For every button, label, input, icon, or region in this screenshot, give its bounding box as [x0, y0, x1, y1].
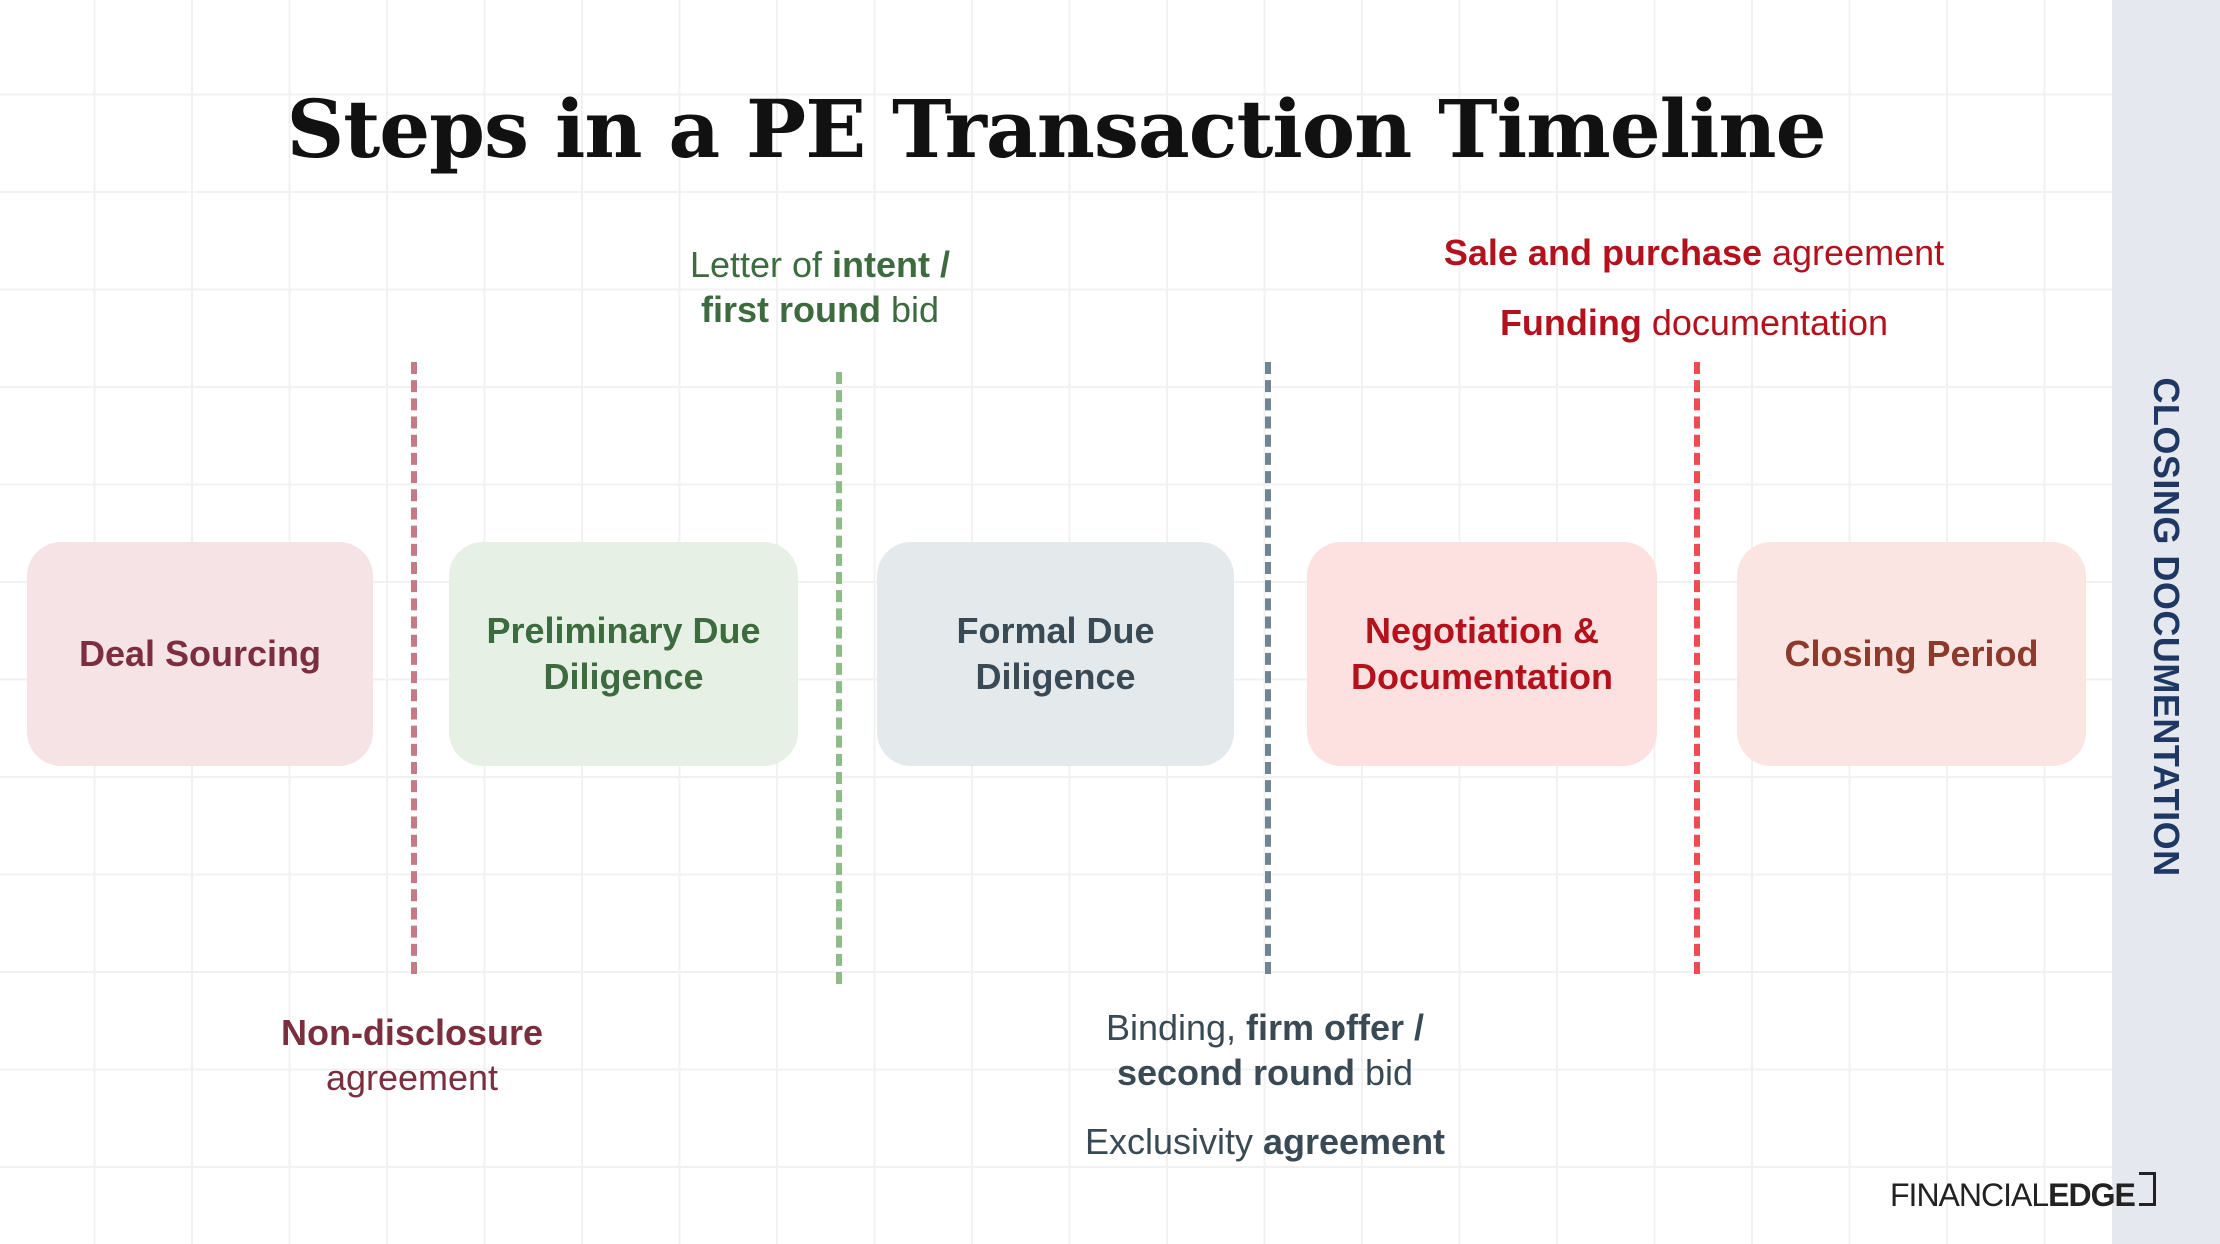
spa-post-text: agreement [1762, 232, 1945, 273]
step-preliminary-due-diligence-label: Preliminary Due Diligence [486, 610, 761, 697]
logo-financial-text: FINANCIAL [1890, 1176, 2049, 1213]
exclusivity-pre-text: Exclusivity [1084, 1121, 1263, 1162]
funding-bold-text: Funding [1499, 302, 1642, 343]
step-closing-period: Closing Period [1737, 542, 2086, 766]
milestone-binding-firm-offer: Binding, firm offer / second round bid [1015, 1005, 1515, 1095]
milestone-funding-documentation: Funding documentation [1394, 300, 1994, 345]
nda-rest-text: agreement [325, 1057, 499, 1098]
page-title: Steps in a PE Transaction Timeline [286, 82, 1826, 176]
loi-bold-first-round: first round [700, 289, 881, 330]
step-formal-due-diligence: Formal Due Diligence [877, 542, 1234, 766]
step-closing-period-label: Closing Period [1784, 633, 2039, 674]
binding-pre-text: Binding, [1105, 1007, 1247, 1048]
milestone-sale-purchase-agreement: Sale and purchase agreement [1394, 230, 1994, 275]
logo-edge-text: EDGE [2048, 1176, 2136, 1213]
exclusivity-bold-text: agreement [1262, 1121, 1446, 1162]
closing-documentation-label: CLOSING DOCUMENTATION [2146, 377, 2187, 877]
binding-post-text: bid [1354, 1052, 1414, 1093]
milestone-non-disclosure-agreement: Non-disclosure agreement [212, 1010, 612, 1100]
divider-binding-offer [1265, 362, 1271, 974]
divider-nda [411, 362, 417, 974]
step-deal-sourcing-label: Deal Sourcing [78, 633, 322, 674]
logo-e-mark-icon [2138, 1172, 2156, 1206]
binding-bold-second-round: second round [1116, 1052, 1355, 1093]
step-preliminary-due-diligence: Preliminary Due Diligence [449, 542, 798, 766]
nda-bold-text: Non-disclosure [280, 1012, 544, 1053]
loi-bold-intent: intent / [832, 244, 951, 285]
milestone-exclusivity-agreement: Exclusivity agreement [1015, 1119, 1515, 1164]
divider-spa [1694, 362, 1700, 974]
step-negotiation-documentation-label: Negotiation & Documentation [1350, 610, 1613, 697]
milestone-letter-of-intent: Letter of intent / first round bid [570, 242, 1070, 332]
spa-bold-text: Sale and purchase [1443, 232, 1763, 273]
closing-documentation-band [2112, 0, 2220, 1244]
funding-post-text: documentation [1641, 302, 1889, 343]
binding-bold-firm-offer: firm offer / [1246, 1007, 1425, 1048]
loi-pre-text: Letter of [689, 244, 833, 285]
divider-loi [836, 372, 842, 984]
loi-post-text: bid [880, 289, 940, 330]
step-negotiation-documentation: Negotiation & Documentation [1307, 542, 1657, 766]
step-formal-due-diligence-label: Formal Due Diligence [956, 610, 1155, 697]
step-deal-sourcing: Deal Sourcing [27, 542, 373, 766]
